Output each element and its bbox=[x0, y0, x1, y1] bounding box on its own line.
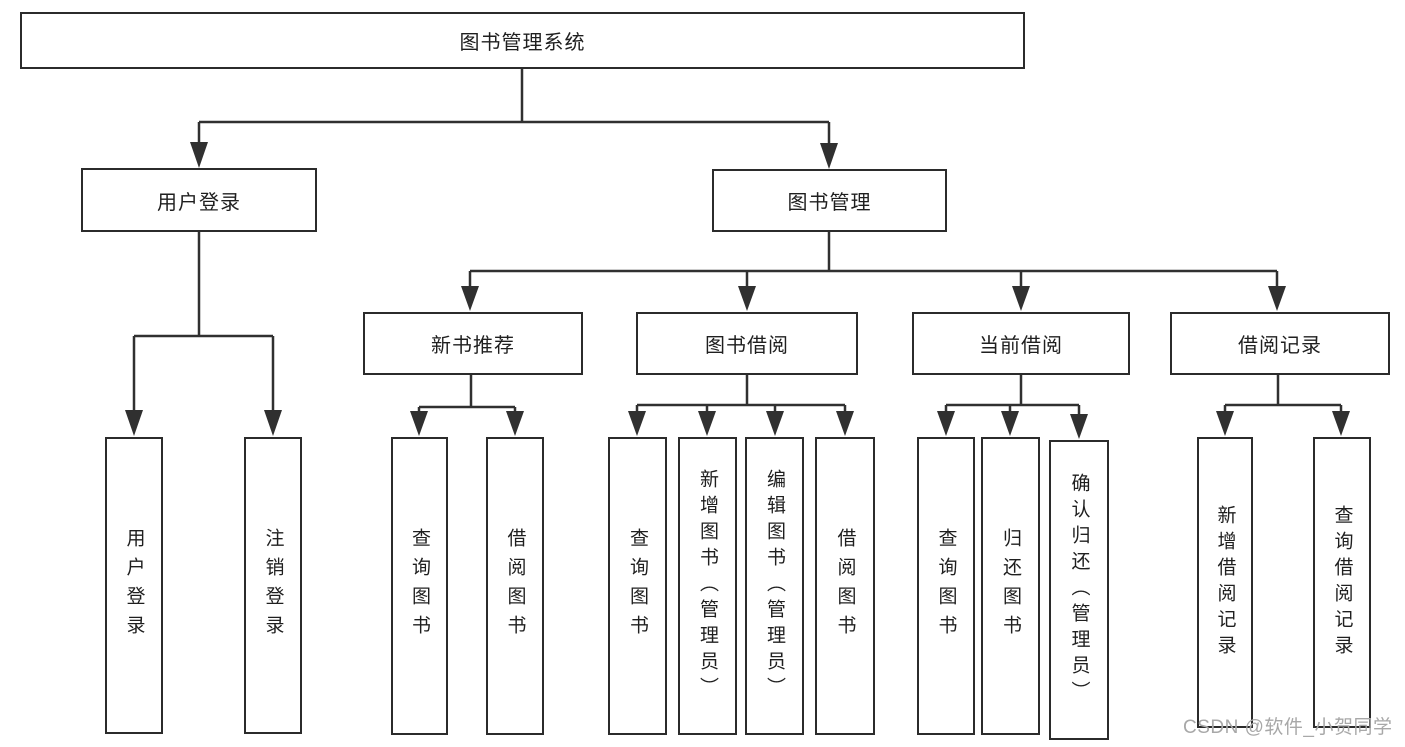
node-book-borrow: 图书借阅 bbox=[636, 312, 858, 375]
connector-book-borrow-children bbox=[628, 375, 854, 436]
connector-user-login-children bbox=[125, 232, 282, 436]
leaf-records-add: 新增借阅记录 bbox=[1197, 437, 1253, 728]
leaf-borrow-edit-admin: 编辑图书（管理员） bbox=[745, 437, 804, 735]
connector-book-mgmt-children bbox=[461, 232, 1286, 311]
leaf-records-query: 查询借阅记录 bbox=[1313, 437, 1371, 728]
node-user-login: 用户登录 bbox=[81, 168, 317, 232]
node-borrow-records: 借阅记录 bbox=[1170, 312, 1390, 375]
connector-new-books-children bbox=[410, 375, 524, 436]
connector-root-to-level2 bbox=[190, 69, 838, 169]
leaf-newbooks-query: 查询图书 bbox=[391, 437, 448, 735]
leaf-logout: 注销登录 bbox=[244, 437, 302, 734]
connector-current-borrow-children bbox=[937, 375, 1088, 439]
leaf-borrow-borrow: 借阅图书 bbox=[815, 437, 875, 735]
leaf-borrow-add-admin: 新增图书（管理员） bbox=[678, 437, 737, 735]
leaf-user-login: 用户登录 bbox=[105, 437, 163, 734]
leaf-current-return: 归还图书 bbox=[981, 437, 1040, 735]
leaf-borrow-query: 查询图书 bbox=[608, 437, 667, 735]
node-current-borrow: 当前借阅 bbox=[912, 312, 1130, 375]
connector-borrow-records-children bbox=[1216, 375, 1350, 436]
leaf-current-query: 查询图书 bbox=[917, 437, 975, 735]
leaf-current-confirm-admin: 确认归还（管理员） bbox=[1049, 440, 1109, 740]
node-new-book-recommend: 新书推荐 bbox=[363, 312, 583, 375]
leaf-newbooks-borrow: 借阅图书 bbox=[486, 437, 544, 735]
node-root-system: 图书管理系统 bbox=[20, 12, 1025, 69]
node-book-management: 图书管理 bbox=[712, 169, 947, 232]
